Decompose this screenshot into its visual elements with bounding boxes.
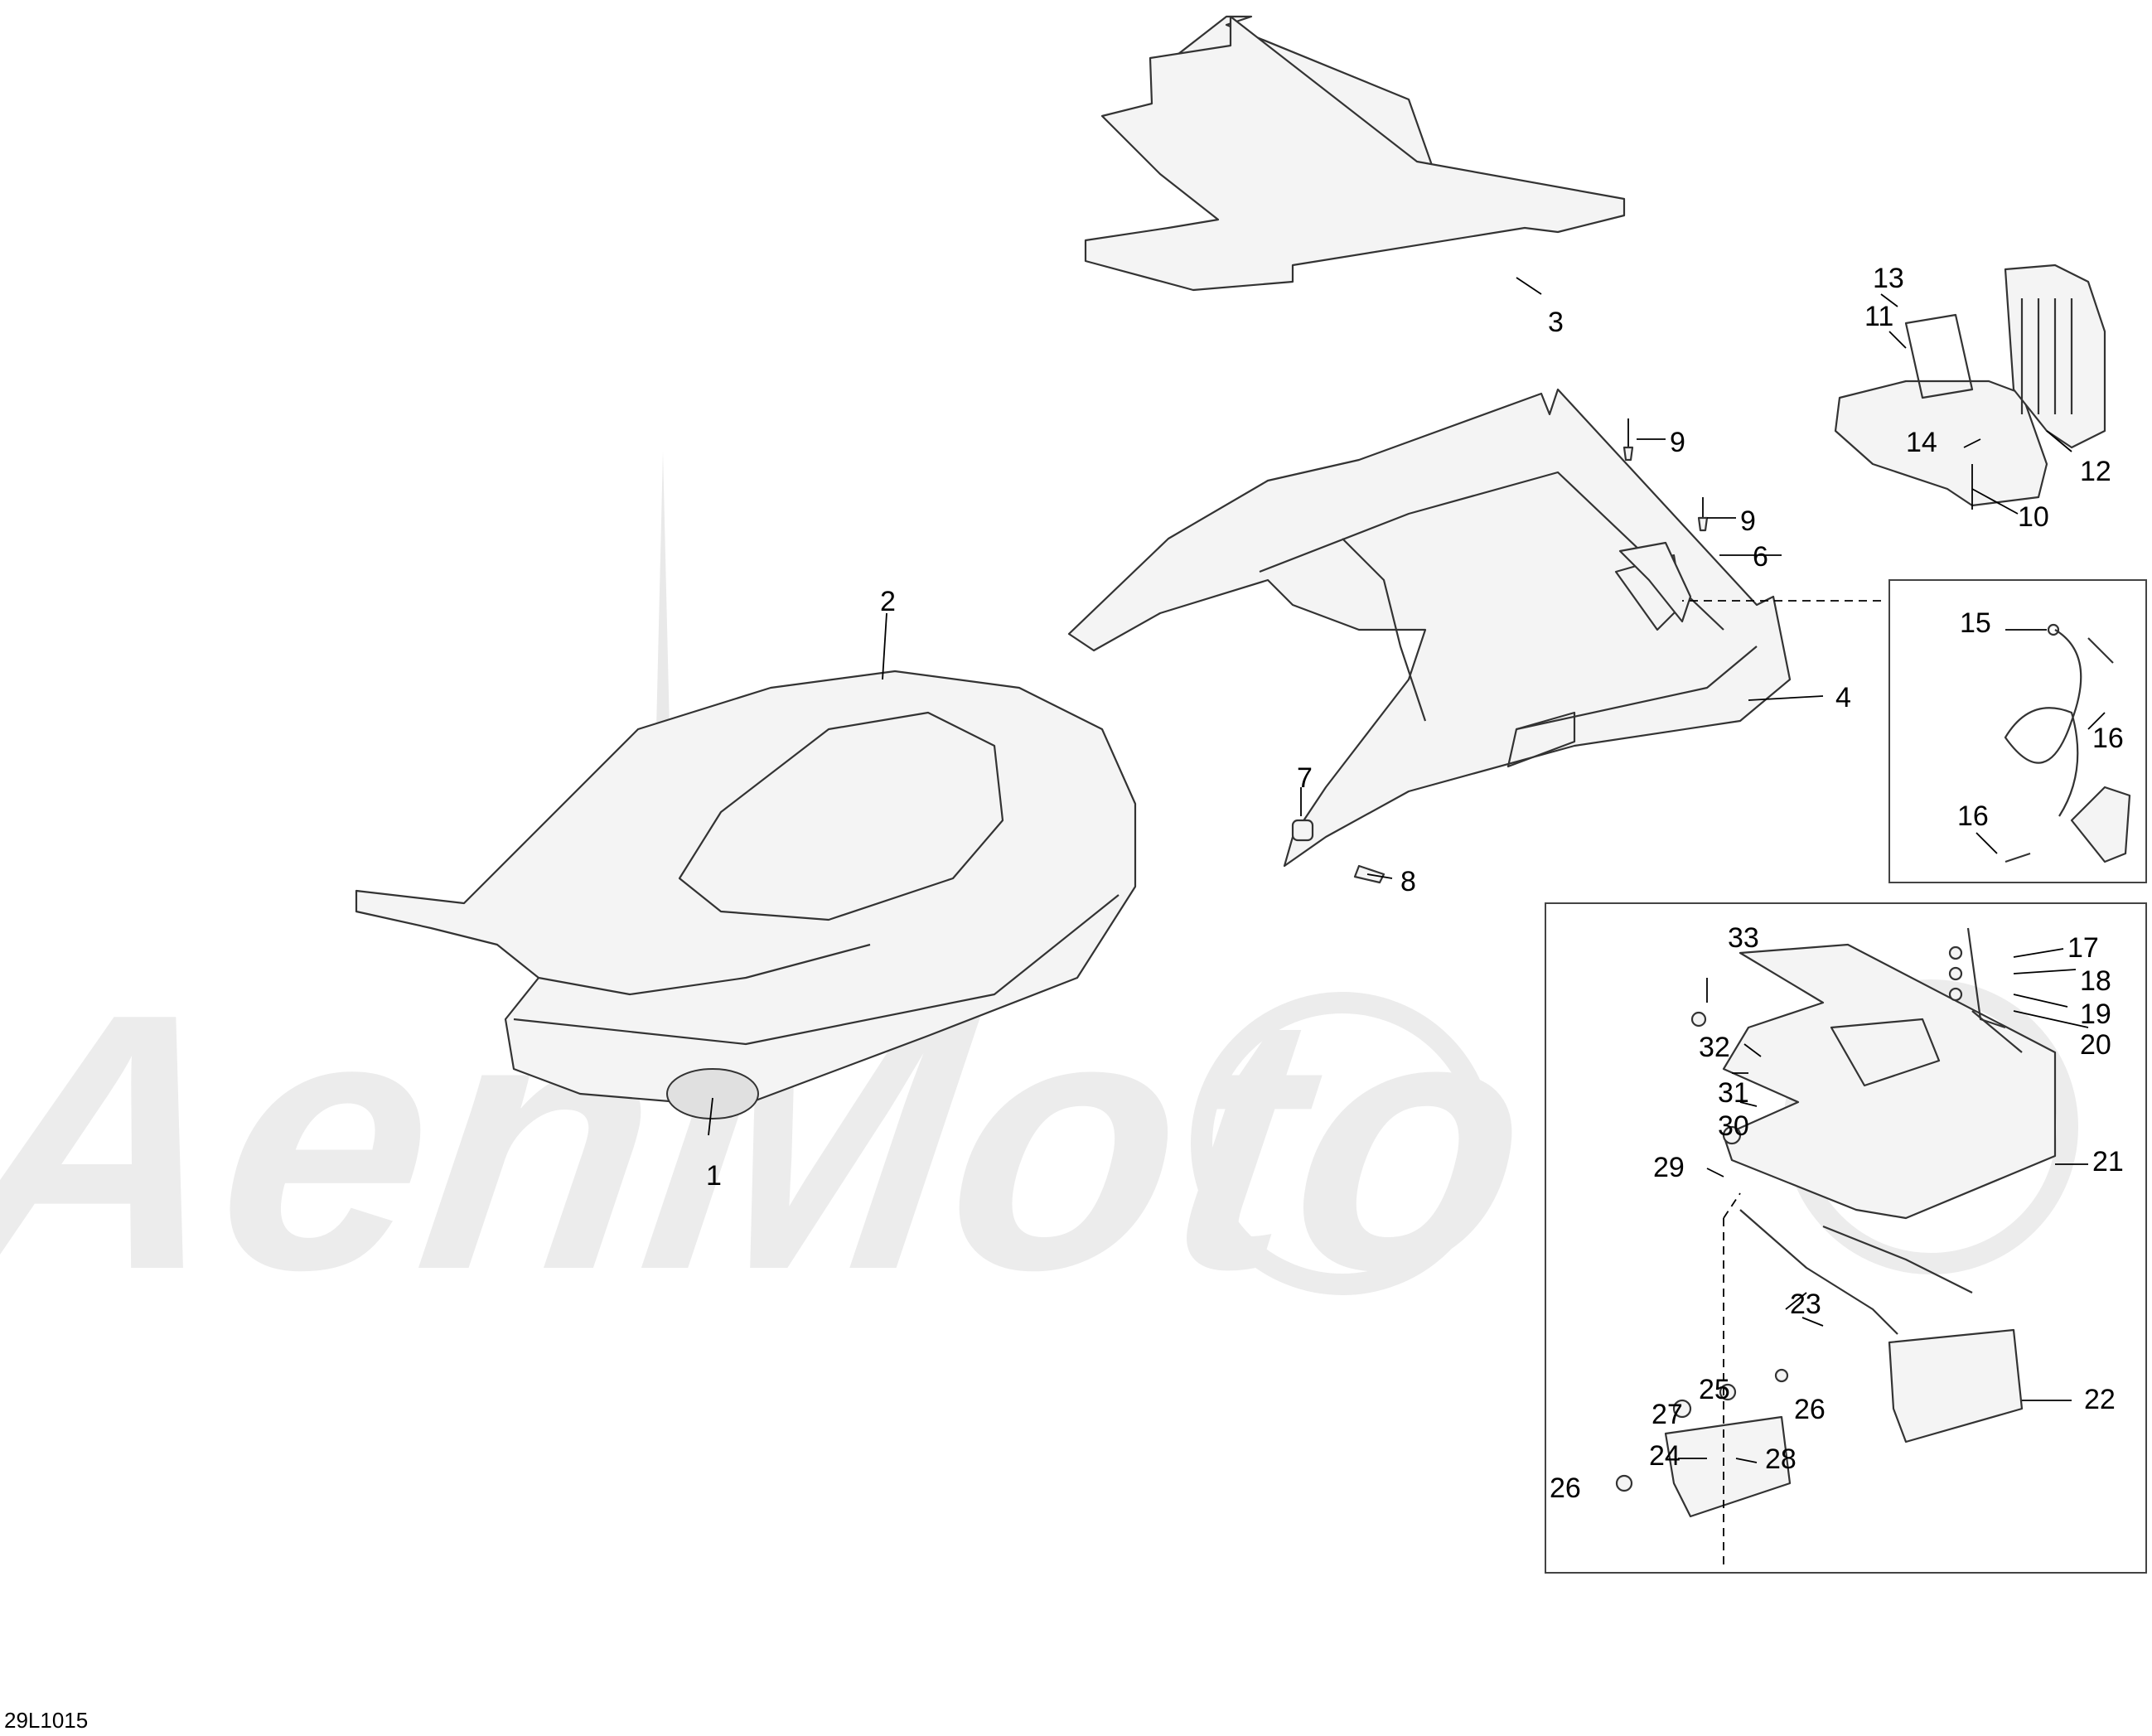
callout-20: 20 <box>2080 1029 2111 1061</box>
callout-6: 6 <box>1753 541 1768 573</box>
callout-17: 17 <box>2067 932 2099 964</box>
diagram-code: 29L1015 <box>4 1708 88 1733</box>
watermark-spire <box>630 452 696 795</box>
detail-box-lanyard <box>1888 579 2147 883</box>
small-hardware[interactable] <box>1615 927 2006 1492</box>
callout-33: 33 <box>1728 922 1759 954</box>
callout-4: 4 <box>1835 682 1851 713</box>
callout-16b: 16 <box>1957 800 1989 832</box>
callout-26a: 26 <box>1794 1394 1826 1425</box>
part-9-pin-1[interactable] <box>1622 418 1634 462</box>
dashed-guides <box>1682 600 1881 1566</box>
callout-13: 13 <box>1873 263 1904 294</box>
callout-31: 31 <box>1718 1077 1749 1109</box>
callout-1: 1 <box>706 1160 722 1192</box>
callout-19: 19 <box>2080 999 2111 1030</box>
callout-25: 25 <box>1699 1374 1730 1405</box>
callout-32: 32 <box>1699 1032 1730 1063</box>
callout-28: 28 <box>1765 1443 1797 1475</box>
callout-29: 29 <box>1653 1152 1685 1183</box>
callout-9b: 9 <box>1740 505 1756 537</box>
callout-21: 21 <box>2092 1146 2124 1177</box>
rack-assembly[interactable] <box>1834 264 2106 510</box>
callout-14: 14 <box>1906 427 1937 458</box>
part-3-mat[interactable] <box>414 0 1626 292</box>
part-24-mounting-plate[interactable] <box>1664 1415 1792 1518</box>
callout-2: 2 <box>880 586 896 617</box>
callout-23: 23 <box>1790 1289 1821 1320</box>
callout-15: 15 <box>1960 607 1991 639</box>
part-6-bracket[interactable] <box>1618 541 1692 623</box>
callout-8: 8 <box>1400 866 1416 897</box>
callout-18: 18 <box>2080 965 2111 997</box>
part-2-seat[interactable] <box>355 670 1137 1119</box>
part-4-rear-frame[interactable] <box>1067 388 1792 868</box>
detail-box-plate <box>1545 902 2147 1574</box>
watermark-wheel <box>1191 992 1494 1295</box>
callout-11: 11 <box>1864 301 1893 332</box>
callout-3: 3 <box>1548 307 1564 338</box>
part-9-pin-2[interactable] <box>1697 497 1709 532</box>
callout-24: 24 <box>1649 1440 1680 1472</box>
part-7-grommet[interactable] <box>1291 819 1314 842</box>
callout-30: 30 <box>1718 1110 1749 1142</box>
callout-labels: 1 2 3 4 6 7 8 9 9 10 11 12 13 14 15 16 1… <box>706 263 2124 1504</box>
callout-27: 27 <box>1651 1399 1683 1430</box>
callout-9a: 9 <box>1670 427 1685 458</box>
callout-22: 22 <box>2084 1384 2116 1415</box>
part-15-lanyard[interactable] <box>2004 623 2082 817</box>
leader-lines <box>708 277 2106 1463</box>
part-21-plate[interactable] <box>1722 943 2057 1220</box>
callout-16a: 16 <box>2092 723 2124 754</box>
callout-10: 10 <box>2018 501 2049 533</box>
part-22-mudflap-bracket[interactable] <box>1739 1209 2024 1443</box>
part-16-clip[interactable] <box>2005 637 2131 863</box>
callout-12: 12 <box>2080 456 2111 487</box>
part-1-pad[interactable] <box>666 1068 759 1119</box>
callout-26b: 26 <box>1550 1472 1581 1504</box>
callout-7: 7 <box>1297 762 1313 794</box>
